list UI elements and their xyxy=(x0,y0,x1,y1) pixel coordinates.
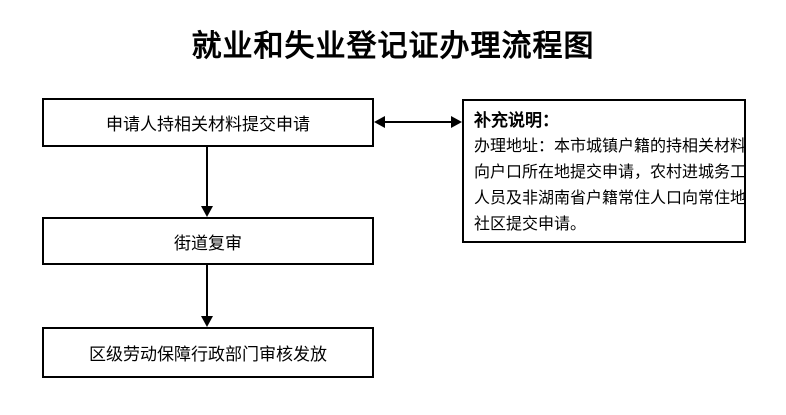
arrowhead-right-icon xyxy=(451,116,462,128)
arrowhead-down-icon xyxy=(201,206,213,217)
note-body-line: 办理地址：本市城镇户籍的持相关材料 xyxy=(474,138,747,155)
connector-line-box1-note xyxy=(383,121,455,123)
note-body-line: 社区提交申请。 xyxy=(474,216,587,233)
flowbox-submit-application: 申请人持相关材料提交申请 xyxy=(42,98,374,147)
connector-line-box1-box2 xyxy=(206,146,208,208)
arrowhead-left-icon xyxy=(374,116,385,128)
arrowhead-down-icon xyxy=(201,316,213,327)
note-heading: 补充说明： xyxy=(474,111,559,130)
flowbox-street-review: 街道复审 xyxy=(42,217,374,265)
note-body-line: 人员及非湖南省户籍常住人口向常住地 xyxy=(474,190,747,207)
flowbox-district-review-issue: 区级劳动保障行政部门审核发放 xyxy=(42,327,374,378)
page-title: 就业和失业登记证办理流程图 xyxy=(191,30,595,63)
note-body-line: 向户口所在地提交申请，农村进城务工 xyxy=(474,164,747,181)
connector-line-box2-box3 xyxy=(206,265,208,318)
note-box: 补充说明： 办理地址：本市城镇户籍的持相关材料 向户口所在地提交申请，农村进城务… xyxy=(462,99,746,243)
